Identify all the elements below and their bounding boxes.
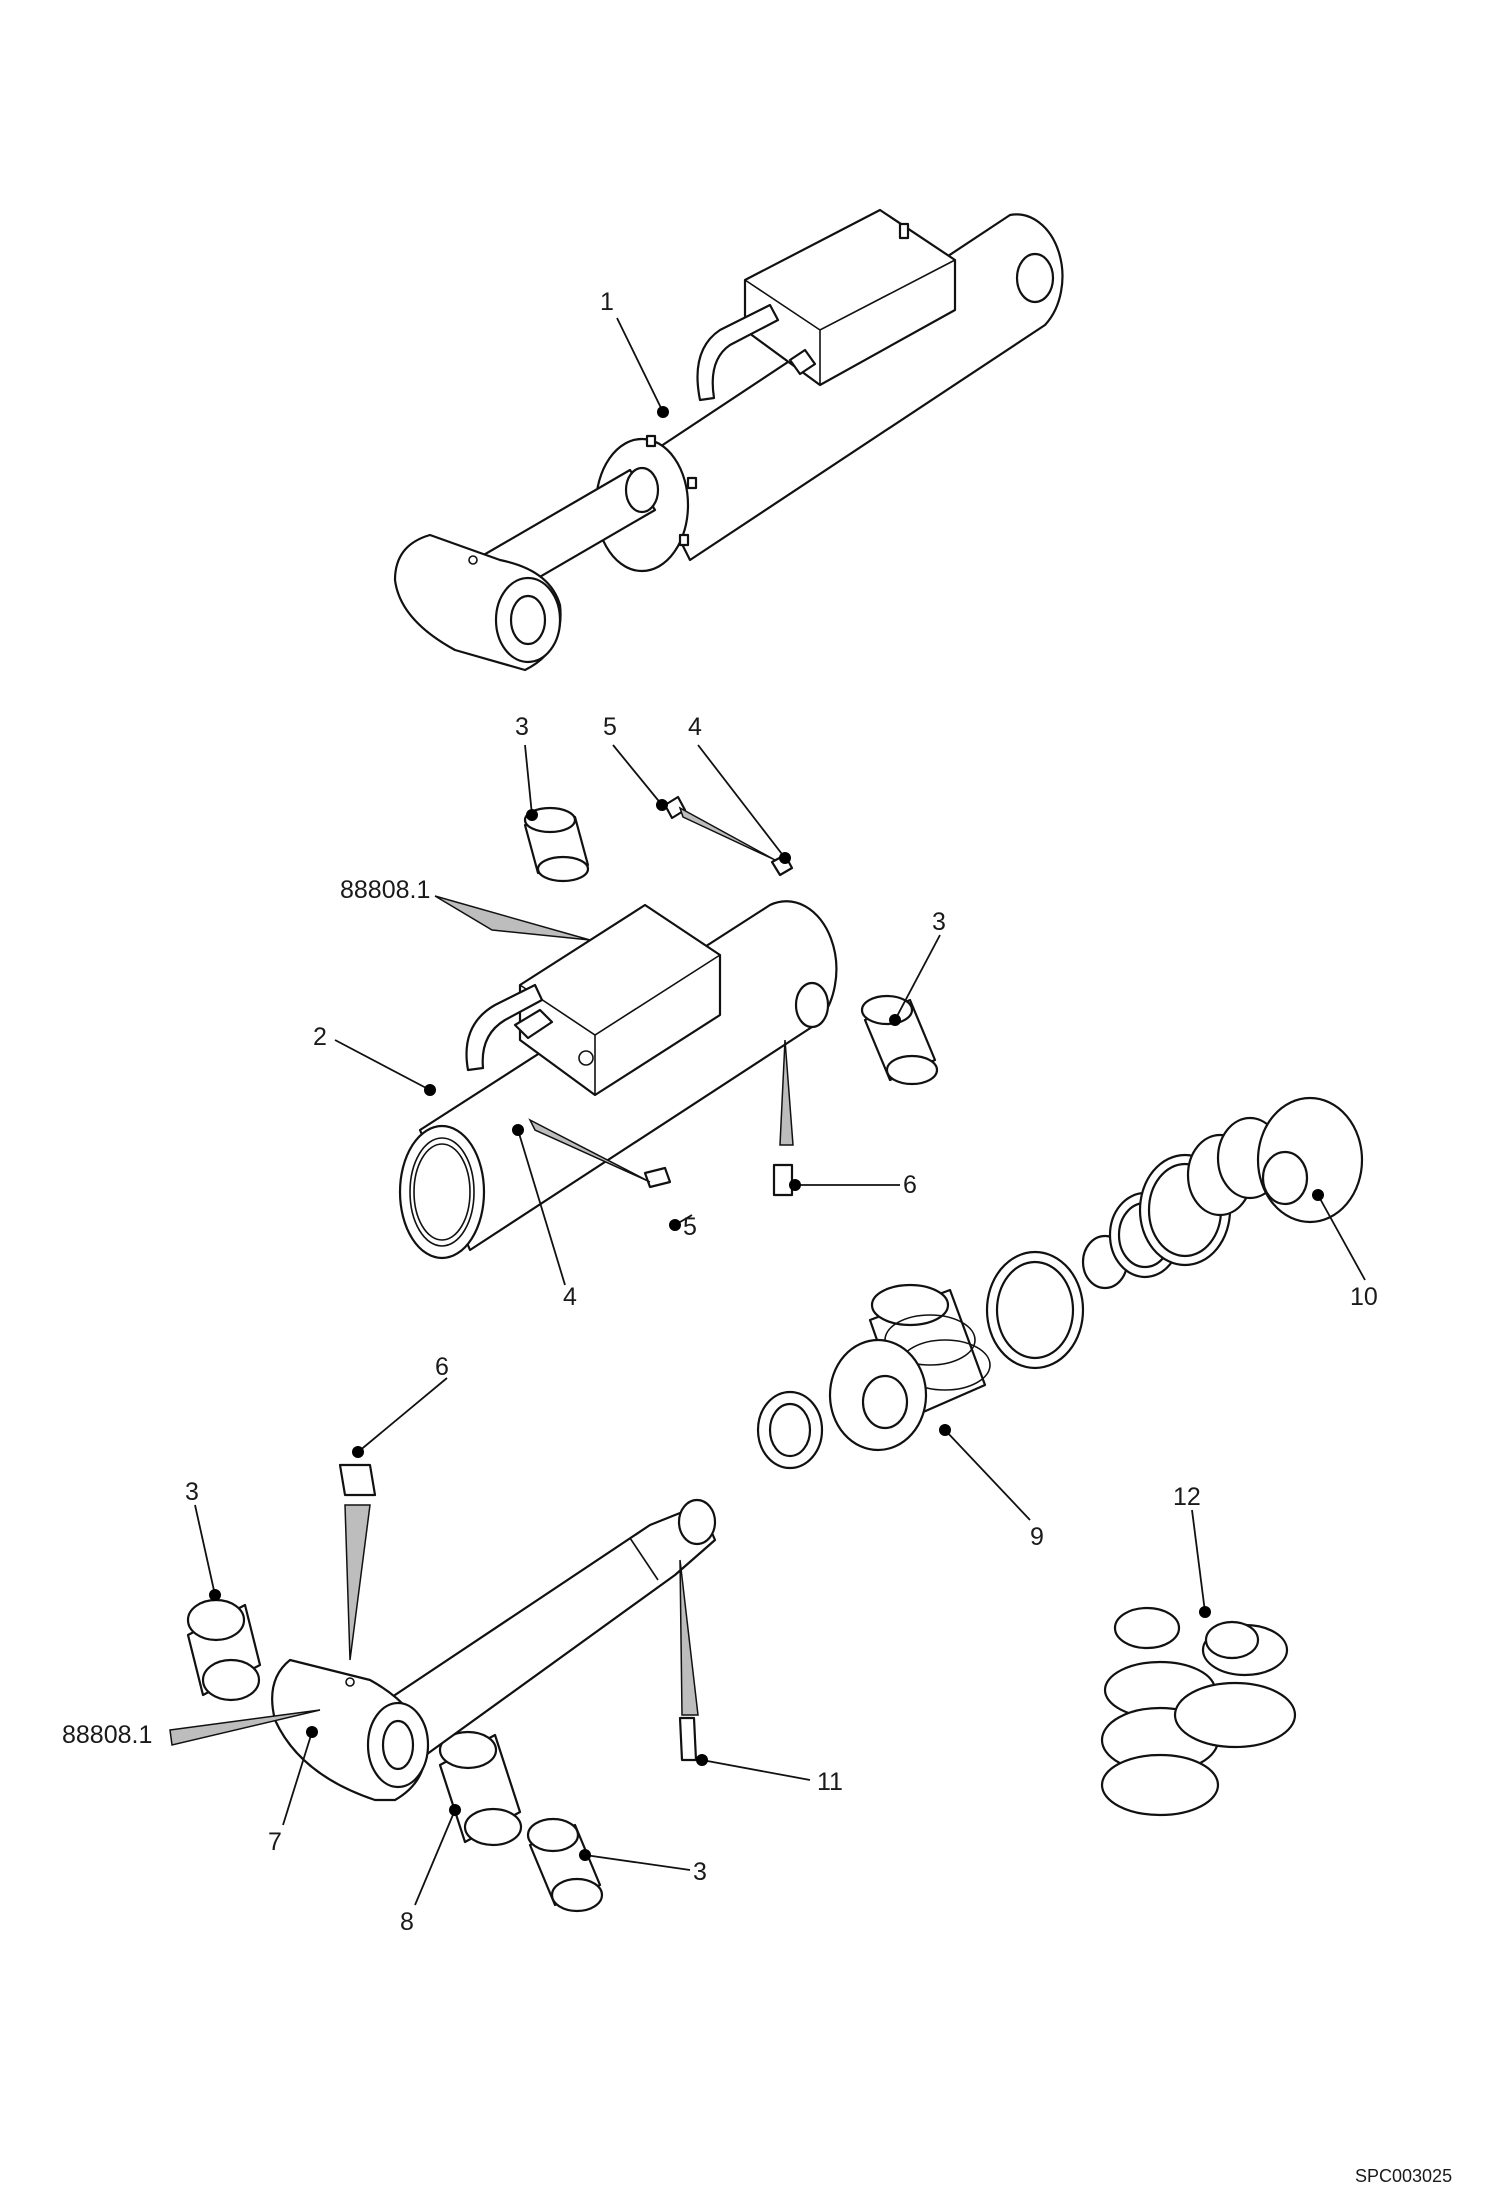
callout-5-top: 5 <box>603 713 617 741</box>
callout-1: 1 <box>600 288 614 316</box>
callout-8: 8 <box>400 1908 414 1936</box>
callout-7: 7 <box>268 1828 282 1856</box>
assembled-cylinder <box>393 208 1064 672</box>
drawing-code: SPC003025 <box>1355 2166 1452 2186</box>
ref-88808-1-lower: 88808.1 <box>62 1721 152 1749</box>
leader-arrows <box>169 806 794 1746</box>
sleeve <box>438 1730 523 1847</box>
bushing-left <box>186 1598 262 1702</box>
grease-nipple-parts <box>338 795 794 1762</box>
callout-10: 10 <box>1350 1283 1378 1311</box>
callout-6-lower: 6 <box>435 1353 449 1381</box>
callout-2: 2 <box>313 1023 327 1051</box>
callout-4-top: 4 <box>688 713 702 741</box>
callout-6-upper: 6 <box>903 1171 917 1199</box>
ref-88808-1-upper: 88808.1 <box>340 876 430 904</box>
callout-11: 11 <box>817 1768 843 1796</box>
callout-9: 9 <box>1030 1523 1044 1551</box>
piston <box>828 1283 991 1452</box>
callout-12: 12 <box>1173 1483 1201 1511</box>
small-seal <box>756 1390 824 1470</box>
bushing-bottom <box>526 1817 604 1913</box>
callout-5-lower: 5 <box>683 1213 697 1241</box>
piston-rod <box>271 1498 717 1802</box>
cylinder-barrel <box>398 900 838 1260</box>
callout-3-right: 3 <box>932 908 946 936</box>
callout-3-left: 3 <box>185 1478 199 1506</box>
callout-3-bottom: 3 <box>693 1858 707 1886</box>
bushing-right <box>860 994 939 1086</box>
seal-kit <box>1100 1606 1297 1817</box>
callout-4-lower: 4 <box>563 1283 577 1311</box>
seal-pack <box>985 1096 1364 1370</box>
bushing-top <box>523 806 590 883</box>
callout-labels: 1 3 5 4 88808.1 3 2 6 5 4 10 6 3 12 9 88… <box>62 288 1378 1936</box>
callout-3-top: 3 <box>515 713 529 741</box>
leader-lines <box>194 317 1366 1906</box>
callout-dots <box>209 406 1324 1861</box>
